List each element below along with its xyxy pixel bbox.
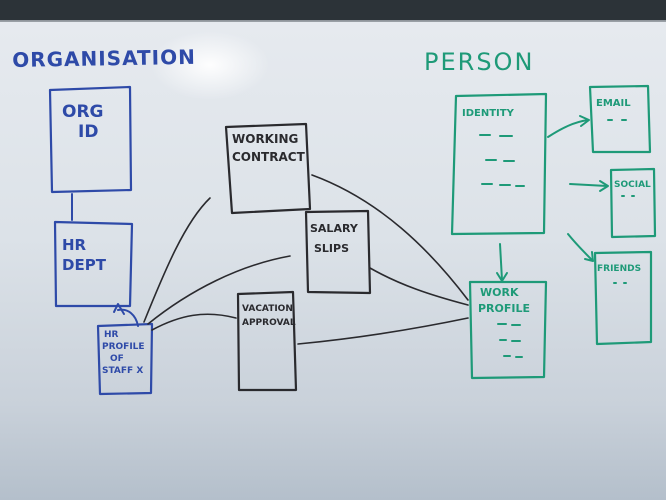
identity-to-social-arrowhead [599, 180, 609, 192]
vacation-to-workprofile-curve [297, 317, 469, 345]
hr-profile-label-line3: OF [110, 354, 124, 364]
work-profile-label-line1: WORK [480, 286, 519, 299]
identity-to-workprofile-arrowhead [496, 272, 508, 282]
identity-box [450, 92, 548, 236]
hr-dept-label-line2: DEPT [62, 256, 106, 274]
email-box [588, 84, 652, 154]
friends-box [593, 250, 653, 346]
identity-to-social-arrow [569, 183, 608, 187]
contract-to-workprofile-curve [311, 174, 469, 301]
working-contract-label-line1: WORKING [232, 132, 299, 146]
working-contract-label-line2: CONTRACT [232, 150, 305, 164]
salary-slips-label-line1: SALARY [310, 222, 358, 235]
social-box [609, 167, 657, 239]
identity-to-email-arrow [547, 119, 589, 138]
working-contract-box [224, 122, 312, 215]
hr-profile-label-line4: STAFF X [102, 366, 144, 376]
identity-dashes [479, 134, 525, 187]
vacation-approval-label-line1: VACATION [242, 304, 293, 314]
organisation-heading: ORGANISATION [12, 44, 197, 72]
whiteboard [0, 22, 666, 500]
salary-to-workprofile-curve [369, 267, 469, 306]
profile-to-contract-curve [143, 197, 211, 323]
identity-label: IDENTITY [462, 108, 514, 119]
hr-profile-box [96, 322, 154, 396]
identity-to-friends-arrow [567, 233, 593, 261]
work-profile-box [468, 280, 548, 380]
hr-dept-label-line1: HR [62, 236, 87, 254]
identity-to-friends-arrowhead [584, 251, 594, 262]
identity-to-email-arrowhead [579, 115, 590, 127]
work-profile-label-line2: PROFILE [478, 302, 531, 315]
friends-label: FRIENDS [597, 264, 642, 274]
profile-to-vacation-curve [151, 313, 237, 331]
salary-slips-box [304, 209, 372, 295]
hr-dept-box [53, 220, 134, 308]
light-glare [150, 30, 270, 100]
person-heading: PERSON [424, 48, 535, 76]
hr-profile-label-line2: PROFILE [102, 342, 145, 352]
org-id-label-line1: ORG [62, 102, 104, 122]
org-id-label-line2: ID [78, 122, 99, 142]
vacation-approval-label-line2: APPROVAL [242, 318, 296, 328]
salary-slips-label-line2: SLIPS [314, 242, 350, 255]
hr-profile-label-line1: HR [104, 330, 119, 340]
workprofile-dashes [497, 323, 523, 358]
identity-to-workprofile-arrow [499, 243, 503, 281]
email-label: EMAIL [596, 98, 631, 109]
org-id-box [48, 85, 133, 194]
profile-to-dept-arrowhead [113, 303, 125, 315]
social-label: SOCIAL [614, 180, 651, 190]
vacation-approval-box [236, 290, 298, 392]
profile-to-salary-curve [147, 255, 291, 325]
